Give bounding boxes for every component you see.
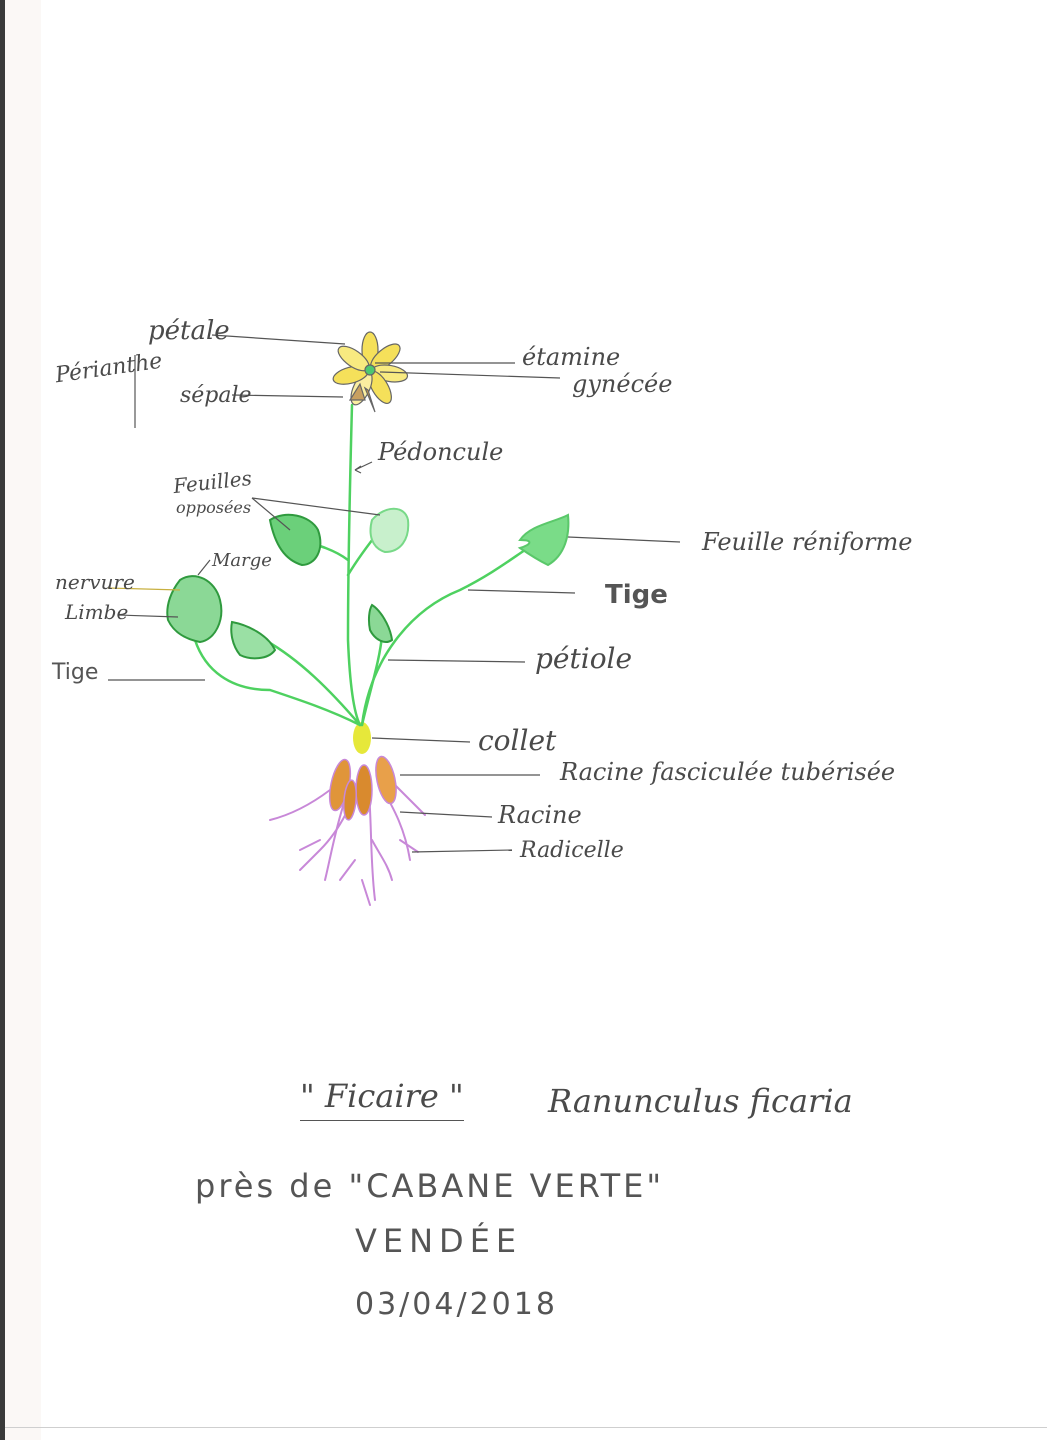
page-edge-shadow [0, 0, 5, 1440]
leaves [166, 507, 570, 660]
caption-location: près de "CABANE VERTE" [195, 1167, 665, 1205]
leaf-small-left [230, 620, 277, 660]
caption-common-name: " Ficaire " [300, 1080, 464, 1121]
caption-date: 03/04/2018 [355, 1287, 558, 1322]
label-feuille-reniforme: Feuille réniforme [702, 528, 913, 556]
label-nervure: nervure [55, 570, 135, 594]
label-racine: Racine [498, 801, 582, 829]
label-etamine: étamine [522, 343, 621, 371]
label-gynecee: gynécée [572, 370, 673, 398]
leader-lines [107, 334, 681, 853]
radicelle-roots [269, 769, 426, 906]
label-collet: collet [478, 724, 557, 757]
tubers [328, 755, 397, 821]
leaf-opposite-left [268, 513, 322, 567]
label-petale: pétale [148, 316, 230, 346]
stems [193, 403, 527, 727]
collet-shape [353, 722, 371, 754]
label-opposees: opposées [176, 498, 252, 517]
leaf-small-center [367, 603, 394, 643]
leaf-reniform [517, 513, 570, 567]
label-tige-right: Tige [605, 580, 668, 610]
leaf-detailed-left [166, 575, 223, 644]
caption-scientific-name: Ranunculus ficaria [548, 1082, 853, 1120]
label-tige-left: Tige [52, 660, 99, 685]
label-limbe: Limbe [65, 600, 129, 624]
label-marge: Marge [212, 550, 272, 571]
label-petiole: pétiole [535, 642, 633, 675]
label-racine-fasciculee: Racine fasciculée tubérisée [560, 758, 896, 786]
page-margin-strip [5, 0, 41, 1440]
caption-region: VENDÉE [355, 1222, 523, 1260]
leaf-opposite-right [369, 507, 410, 554]
label-sepale: sépale [180, 383, 252, 408]
label-pedoncule: Pédoncule [378, 438, 504, 466]
page-bottom-edge [5, 1427, 1047, 1428]
flower [332, 331, 409, 413]
label-radicelle: Radicelle [520, 838, 624, 863]
